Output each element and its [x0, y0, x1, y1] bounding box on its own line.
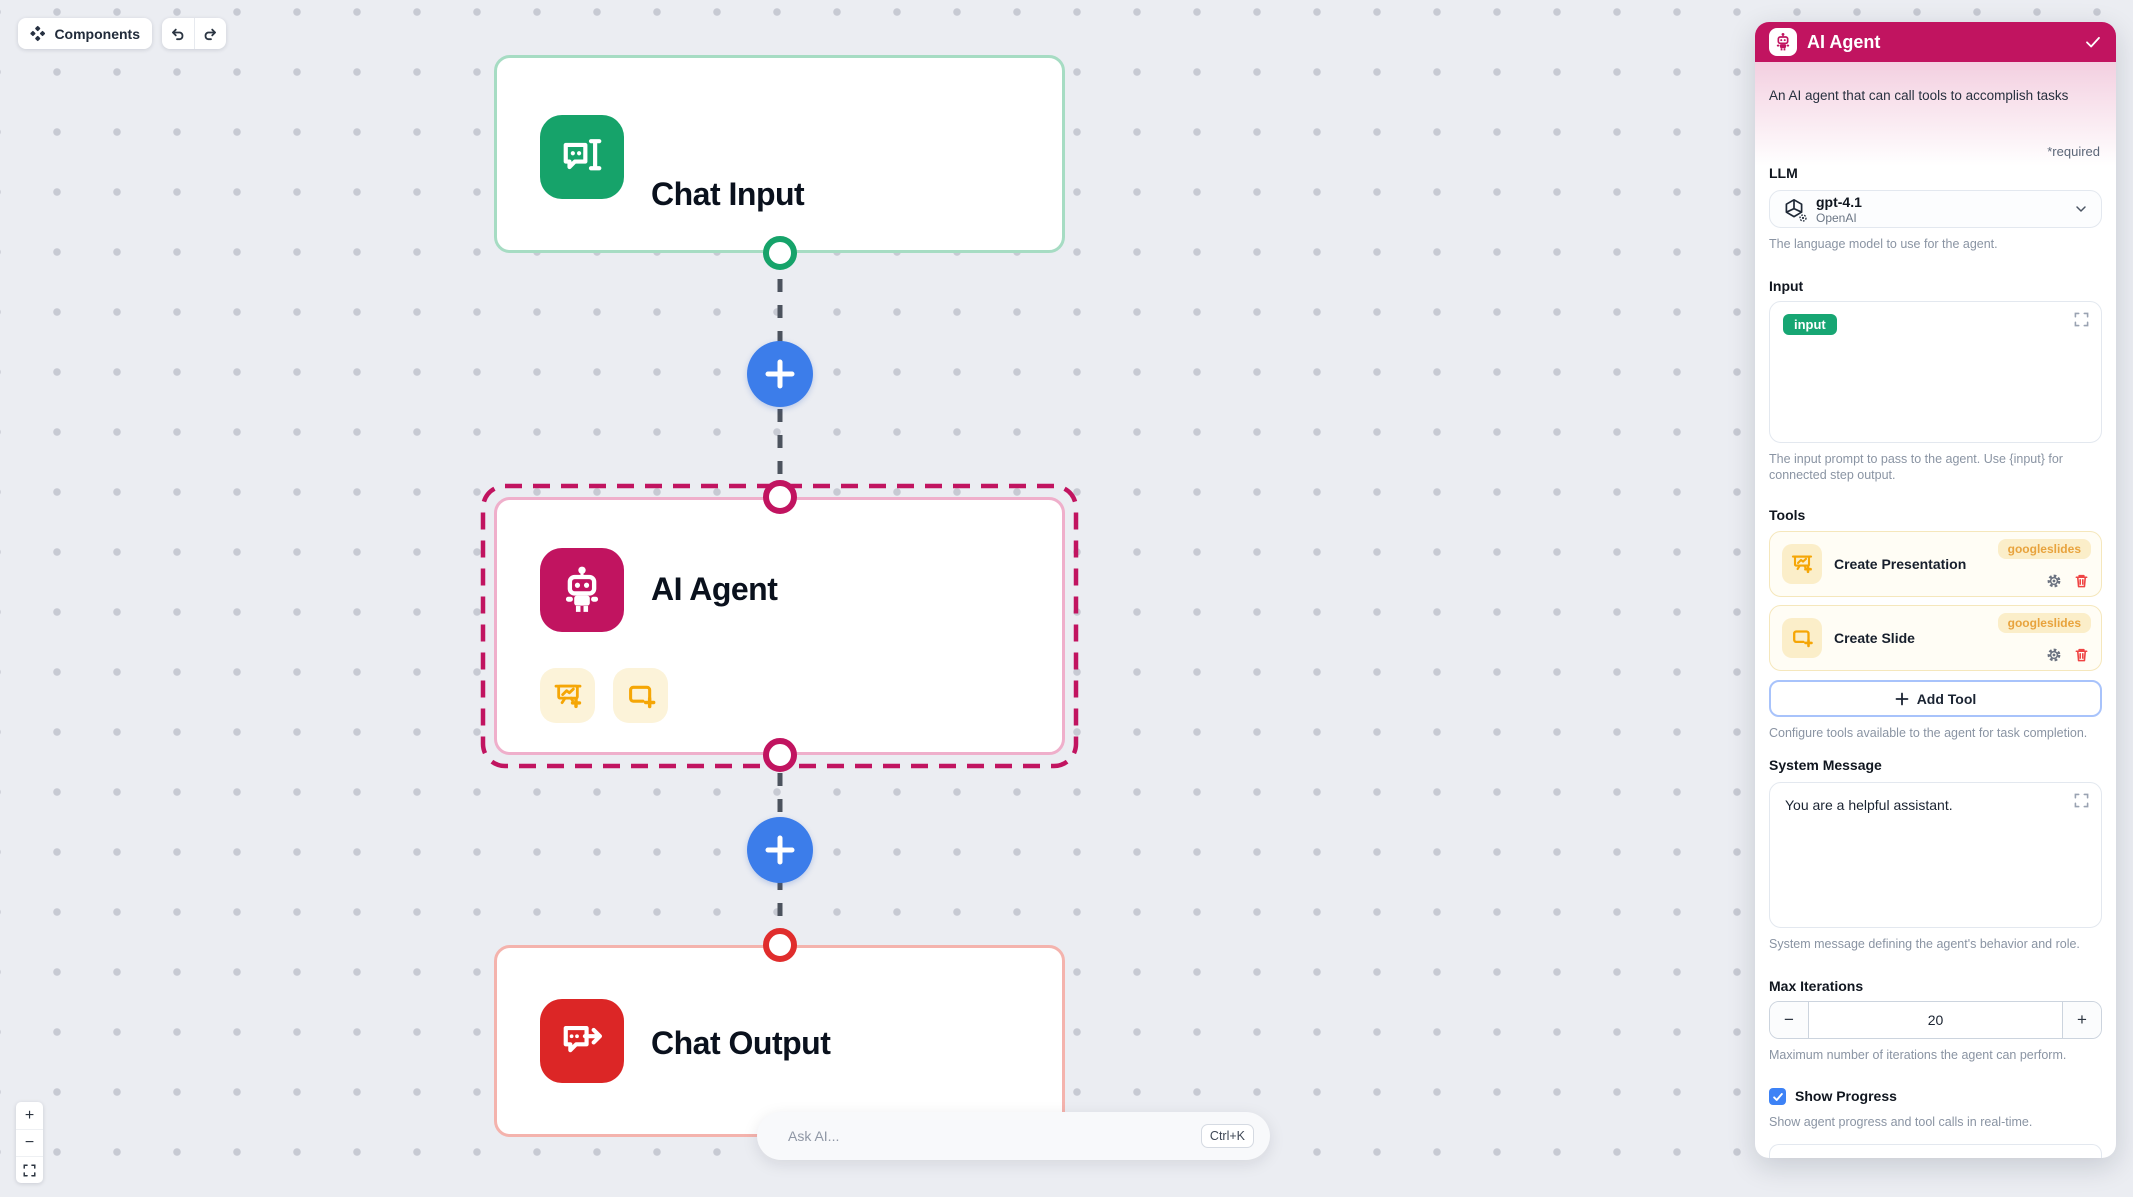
redo-button[interactable] [194, 18, 226, 49]
llm-model-value: gpt-4.1 [1816, 193, 1862, 210]
system-message-label: System Message [1769, 757, 1882, 773]
node-ai-agent[interactable]: AI Agent [494, 497, 1065, 755]
zoom-in-button[interactable]: + [24, 1106, 35, 1124]
show-progress-checkbox[interactable] [1769, 1088, 1786, 1105]
tool-actions [2046, 573, 2089, 589]
trash-icon[interactable] [2074, 647, 2089, 663]
tool-card-create-presentation[interactable]: Create Presentation googleslides [1769, 531, 2102, 597]
tool-provider-badge: googleslides [1997, 539, 2091, 559]
expand-icon[interactable] [2074, 793, 2089, 808]
openai-icon [1782, 197, 1808, 223]
system-message-textarea[interactable]: You are a helpful assistant. [1769, 782, 2102, 928]
ask-ai-bar[interactable]: Ask AI... Ctrl+K [757, 1112, 1270, 1160]
undo-button[interactable] [162, 18, 194, 49]
tool-chip-create-slide[interactable] [613, 668, 668, 723]
robot-icon [540, 548, 624, 632]
robot-icon [1769, 28, 1797, 56]
plus-icon [765, 359, 795, 389]
node-title: Chat Output [651, 1025, 831, 1061]
add-tool-label: Add Tool [1916, 690, 1977, 707]
tool-chip-create-presentation[interactable] [540, 668, 595, 723]
fit-view-button[interactable] [16, 1156, 43, 1183]
llm-select[interactable]: gpt-4.1 OpenAI [1769, 190, 2102, 228]
next-field-partial [1769, 1144, 2102, 1158]
show-progress-helper: Show agent progress and tool calls in re… [1769, 1115, 2033, 1129]
max-iterations-stepper: − 20 + [1769, 1001, 2102, 1039]
llm-helper: The language model to use for the agent. [1769, 237, 1998, 251]
add-tool-button[interactable]: Add Tool [1769, 680, 2102, 717]
divider [193, 18, 195, 49]
check-icon[interactable] [2084, 33, 2102, 51]
ask-ai-input[interactable]: Ask AI... [788, 1128, 840, 1144]
panel-description: An AI agent that can call tools to accom… [1769, 88, 2069, 103]
add-node-button-bottom[interactable] [747, 817, 813, 883]
undo-redo-group [162, 18, 226, 49]
fit-view-icon [23, 1163, 36, 1177]
system-message-helper: System message defining the agent's beha… [1769, 937, 2080, 951]
tool-name: Create Slide [1834, 630, 1915, 646]
node-title: AI Agent [651, 571, 778, 607]
components-button[interactable]: Components [18, 18, 152, 49]
llm-provider: OpenAI [1816, 210, 1857, 225]
presentation-plus-icon [1782, 544, 1822, 584]
input-variable-chip[interactable]: input [1783, 314, 1837, 335]
components-icon [30, 25, 46, 42]
chevron-down-icon [2076, 206, 2086, 212]
tool-card-create-slide[interactable]: Create Slide googleslides [1769, 605, 2102, 671]
plus-icon [765, 835, 795, 865]
components-label: Components [54, 25, 140, 42]
redo-icon [204, 28, 217, 40]
add-node-button-top[interactable] [747, 341, 813, 407]
config-panel: AI Agent An AI agent that can call tools… [1755, 22, 2116, 1158]
node-chat-input[interactable]: Chat Input [494, 55, 1065, 253]
panel-header: AI Agent [1755, 22, 2116, 62]
port-chat-output-in[interactable] [763, 928, 797, 962]
panel-title: AI Agent [1807, 31, 1881, 52]
node-chat-output[interactable]: Chat Output [494, 945, 1065, 1137]
tools-helper: Configure tools available to the agent f… [1769, 726, 2088, 740]
input-textarea[interactable]: input [1769, 301, 2102, 443]
show-progress-label: Show Progress [1795, 1088, 1897, 1104]
check-icon [1772, 1092, 1783, 1101]
zoom-controls: + − [16, 1102, 43, 1183]
gear-icon[interactable] [2046, 573, 2062, 589]
port-ai-agent-out[interactable] [763, 738, 797, 772]
tool-actions [2046, 647, 2089, 663]
port-chat-input-out[interactable] [763, 236, 797, 270]
increment-button[interactable]: + [2063, 1002, 2101, 1038]
zoom-out-button[interactable]: − [16, 1129, 43, 1156]
presentation-plus-icon [554, 684, 581, 708]
undo-icon [171, 28, 184, 40]
llm-label: LLM [1769, 165, 1798, 181]
slide-plus-icon [1782, 618, 1822, 658]
trash-icon[interactable] [2074, 573, 2089, 589]
node-title: Chat Input [651, 176, 805, 212]
chat-input-icon [540, 115, 624, 199]
port-ai-agent-in[interactable] [763, 480, 797, 514]
expand-icon[interactable] [2074, 312, 2089, 327]
input-helper: The input prompt to pass to the agent. U… [1769, 452, 2063, 482]
plus-icon [1895, 692, 1909, 705]
slide-plus-icon [628, 685, 655, 708]
decrement-button[interactable]: − [1770, 1002, 1808, 1038]
required-note: *required [2047, 144, 2100, 159]
header-gradient [1755, 62, 2116, 184]
shortcut-badge: Ctrl+K [1200, 1124, 1254, 1148]
chat-output-icon [540, 999, 624, 1083]
tool-name: Create Presentation [1834, 556, 1967, 572]
gear-icon[interactable] [2046, 647, 2062, 663]
max-iterations-label: Max Iterations [1769, 978, 1864, 994]
tools-label: Tools [1769, 507, 1806, 523]
max-iterations-helper: Maximum number of iterations the agent c… [1769, 1048, 2067, 1062]
tool-provider-badge: googleslides [1997, 613, 2091, 633]
max-iterations-value[interactable]: 20 [1808, 1002, 2063, 1038]
input-label: Input [1769, 278, 1804, 294]
system-message-value: You are a helpful assistant. [1785, 797, 1953, 813]
